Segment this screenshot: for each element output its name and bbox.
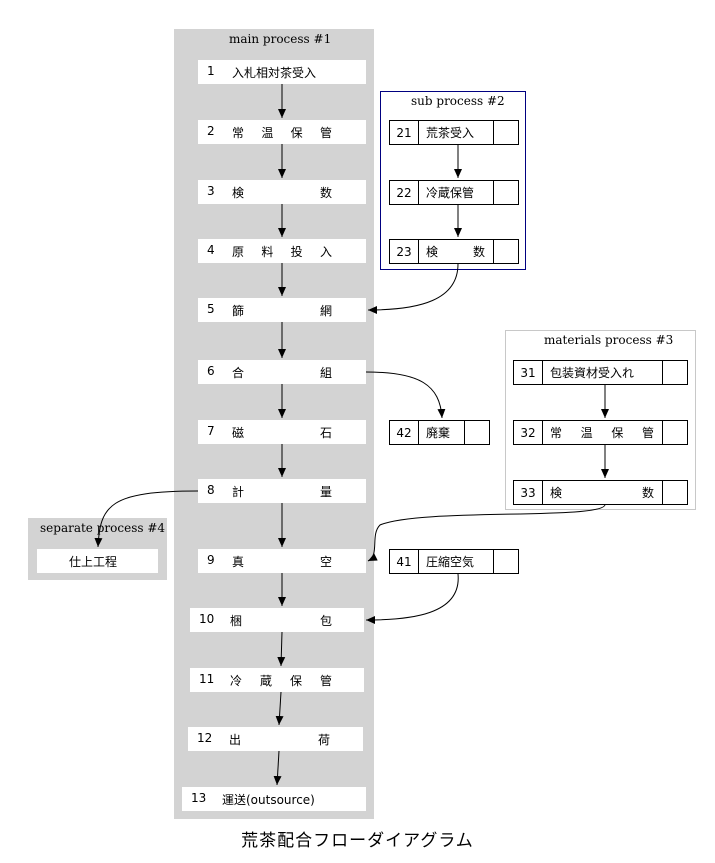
materials-process-cluster <box>505 330 696 510</box>
edge-10-11 <box>277 631 286 667</box>
main-node-2: 2 常温保管 <box>198 120 366 144</box>
materials-process-title: materials process #3 <box>544 333 674 347</box>
edge-33-9 <box>367 504 606 562</box>
sub-process-title: sub process #2 <box>411 94 505 108</box>
edge-41-10 <box>365 573 459 624</box>
main-node-7: 7 磁石 <box>198 420 366 444</box>
sub-node-21: 21 荒茶受入 <box>389 120 519 145</box>
materials-node-33: 33 検数 <box>513 480 688 505</box>
sub-node-23: 23 検数 <box>389 239 519 264</box>
main-node-9: 9 真空 <box>198 549 366 573</box>
main-node-10: 10 梱包 <box>190 608 364 632</box>
separate-process-title: separate process #4 <box>40 521 166 535</box>
edge-8-separate <box>94 490 199 548</box>
main-node-3: 3 検数 <box>198 180 366 204</box>
edge-11-12 <box>275 691 284 726</box>
sub-node-22: 22 冷蔵保管 <box>389 180 519 205</box>
materials-node-32: 32 常温保管 <box>513 420 688 445</box>
main-node-1: 1 入札相対茶受入 <box>198 60 366 84</box>
main-node-6: 6 合組 <box>198 360 366 384</box>
materials-node-31: 31 包装資材受入れ <box>513 360 688 385</box>
main-node-12: 12 出荷 <box>188 727 363 751</box>
edge-23-5 <box>367 263 459 314</box>
node-41-compressed-air: 41 圧縮空気 <box>389 549 519 574</box>
main-node-4: 4 原料投入 <box>198 239 366 263</box>
edge-6-42 <box>365 371 446 419</box>
separate-node: 仕上工程 <box>37 549 158 573</box>
main-node-11: 11 冷蔵保管 <box>190 668 364 692</box>
sub-process-cluster <box>380 91 526 270</box>
main-node-5: 5 篩網 <box>198 298 366 322</box>
diagram-title: 荒茶配合フローダイアグラム <box>241 831 474 851</box>
main-node-8: 8 計量 <box>198 479 366 503</box>
edge-12-13 <box>273 750 282 786</box>
main-node-13: 13 運送(outsource) <box>182 787 366 811</box>
main-process-title: main process #1 <box>229 32 332 46</box>
node-42-disposal: 42 廃棄 <box>389 420 490 445</box>
